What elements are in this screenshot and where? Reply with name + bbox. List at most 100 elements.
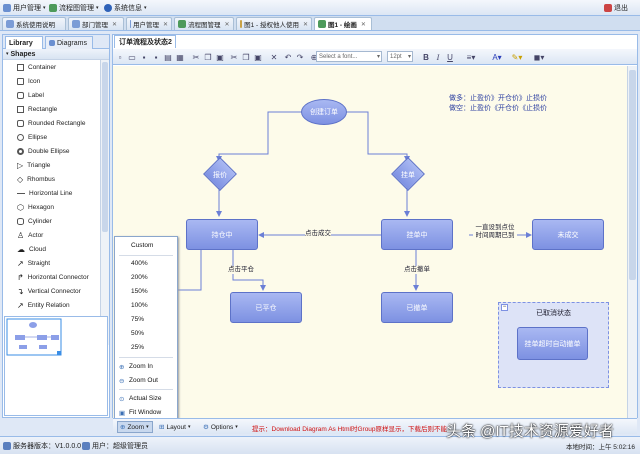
bold-button[interactable]: B bbox=[423, 52, 429, 62]
actual-size-item[interactable]: ⊙Actual Size bbox=[119, 395, 162, 403]
tab-user-management[interactable]: 用户管理 ✕ bbox=[126, 17, 172, 30]
align-icon[interactable]: ≡▾ bbox=[466, 52, 476, 62]
zoom-25[interactable]: 25% bbox=[131, 344, 145, 351]
cut-icon[interactable]: ✂ bbox=[192, 52, 200, 62]
shape-ellipse[interactable]: Ellipse bbox=[3, 130, 100, 144]
font-select[interactable]: Select a font... ▾ bbox=[316, 51, 382, 62]
shape-cloud[interactable]: ☁Cloud bbox=[17, 244, 46, 254]
outline-preview bbox=[6, 318, 62, 356]
tab-diagram-share[interactable]: 图1 - 授权他人使用 ✕ bbox=[236, 17, 312, 30]
shape-container[interactable]: Container bbox=[3, 60, 100, 74]
node-not-filled[interactable]: 未成交 bbox=[532, 219, 604, 250]
font-color-icon[interactable]: A▾ bbox=[492, 52, 502, 62]
italic-button[interactable]: I bbox=[436, 52, 440, 62]
node-create-order[interactable]: 创建订单 bbox=[301, 99, 347, 125]
new-icon[interactable]: ▫ bbox=[118, 52, 122, 62]
menu-flowchart-management[interactable]: 流程图管理 ▾ bbox=[49, 2, 99, 14]
zoom-75[interactable]: 75% bbox=[131, 316, 145, 323]
zoom-100[interactable]: 100% bbox=[131, 302, 148, 309]
shape-actor[interactable]: ♙Actor bbox=[17, 230, 44, 240]
font-size-select[interactable]: 12pt ▾ bbox=[387, 51, 413, 62]
shapes-header[interactable]: ▾ Shapes bbox=[3, 49, 109, 60]
shape-entity-relation[interactable]: ↗Entity Relation bbox=[17, 300, 70, 310]
hexagon-icon: ⬡ bbox=[17, 202, 24, 212]
close-icon[interactable]: ✕ bbox=[112, 21, 118, 28]
image-icon[interactable]: ▦ bbox=[176, 52, 184, 62]
copy-selection-icon[interactable]: ❐ bbox=[242, 52, 250, 62]
scroll-thumb[interactable] bbox=[629, 70, 636, 280]
zoom-400[interactable]: 400% bbox=[131, 260, 148, 267]
undo-icon[interactable]: ↶ bbox=[284, 52, 292, 62]
zoom-in-item[interactable]: ⊕Zoom In bbox=[119, 363, 153, 371]
shape-list-scrollbar[interactable]: ▾ bbox=[100, 60, 109, 345]
options-button[interactable]: ⚙ Options ▾ bbox=[203, 423, 238, 432]
shape-hexagon[interactable]: ⬡Hexagon bbox=[17, 202, 55, 212]
save-icon[interactable]: ▪ bbox=[142, 52, 146, 62]
shape-rounded-rectangle[interactable]: Rounded Rectangle bbox=[3, 116, 100, 130]
cut-selection-icon[interactable]: ✂ bbox=[230, 52, 238, 62]
open-icon[interactable]: ▭ bbox=[128, 52, 136, 62]
menu-system-info[interactable]: 系统信息 ▾ bbox=[104, 2, 147, 14]
tab-diagram-draw[interactable]: 图1 - 绘画 ✕ bbox=[314, 17, 372, 30]
zoom-custom[interactable]: Custom bbox=[131, 242, 154, 249]
shape-horizontal-line[interactable]: Horizontal Line bbox=[3, 186, 100, 200]
zoom-200[interactable]: 200% bbox=[131, 274, 148, 281]
logout-button[interactable]: 退出 bbox=[604, 2, 628, 14]
node-cancelled[interactable]: 已撤单 bbox=[381, 292, 453, 323]
local-time: 本地时间：上午 5:02:16 bbox=[566, 444, 635, 451]
tab-diagram-name[interactable]: 订单流程及状态2 bbox=[114, 35, 176, 48]
menu-user-management[interactable]: 用户管理 ▾ bbox=[3, 2, 46, 14]
paste-icon[interactable]: ▣ bbox=[216, 52, 224, 62]
tab-system-guide[interactable]: 系统使用说明 bbox=[2, 17, 66, 30]
legend: 做多：止盈价》开仓价》止损价 做空：止盈价《开仓价《止损价 bbox=[449, 94, 547, 114]
shape-label[interactable]: Label bbox=[3, 88, 100, 102]
shape-double-ellipse[interactable]: Double Ellipse bbox=[3, 144, 100, 158]
collapse-icon[interactable]: − bbox=[501, 304, 508, 311]
canvas-scrollbar[interactable] bbox=[627, 66, 637, 418]
shape-triangle[interactable]: ▷Triangle bbox=[17, 160, 51, 170]
delete-icon[interactable]: ✕ bbox=[270, 52, 278, 62]
node-closed[interactable]: 已平仓 bbox=[230, 292, 302, 323]
paste-selection-icon[interactable]: ▣ bbox=[254, 52, 262, 62]
zoom-150[interactable]: 150% bbox=[131, 288, 148, 295]
node-holding[interactable]: 持仓中 bbox=[186, 219, 258, 250]
close-icon[interactable]: ✕ bbox=[224, 21, 230, 28]
cancelled-state-container[interactable]: − 已取消状态 挂单超时自动撤单 bbox=[498, 302, 609, 388]
zoom-50[interactable]: 50% bbox=[131, 330, 145, 337]
shape-cylinder[interactable]: Cylinder bbox=[3, 214, 100, 228]
node-auto-cancel[interactable]: 挂单超时自动撤单 bbox=[517, 327, 588, 360]
chevron-down-icon: ▾ bbox=[43, 5, 46, 11]
zoom-in-icon[interactable]: ⊕ bbox=[310, 52, 318, 62]
shape-rhombus[interactable]: ◇Rhombus bbox=[17, 174, 55, 184]
export-icon[interactable]: ▤ bbox=[164, 52, 172, 62]
close-icon[interactable]: ✕ bbox=[162, 21, 168, 28]
copy-icon[interactable]: ❐ bbox=[204, 52, 212, 62]
tab-department-management[interactable]: 部门管理 ✕ bbox=[68, 17, 124, 30]
close-icon[interactable]: ✕ bbox=[360, 21, 366, 28]
layout-button[interactable]: ⊞ Layout ▾ bbox=[159, 423, 191, 432]
outline-panel[interactable] bbox=[4, 316, 108, 416]
shape-horizontal-connector[interactable]: ↱Horizontal Connector bbox=[17, 272, 89, 282]
shape-icon[interactable]: Icon bbox=[3, 74, 100, 88]
line-color-icon[interactable]: ◼▾ bbox=[533, 52, 545, 62]
underline-button[interactable]: U bbox=[447, 52, 453, 62]
editor-toolbar: ▫ ▭ ▪ ▪ ▤ ▦ ✂ ❐ ▣ ✂ ❐ ▣ ✕ ↶ ↷ ⊕ Select a… bbox=[113, 49, 637, 65]
tab-flowchart-management[interactable]: 流程图管理 ✕ bbox=[174, 17, 234, 30]
diagram-canvas[interactable]: 创建订单 报价 挂单 持仓中 挂单中 未成交 已平仓 已撤单 点击成交 点击平仓… bbox=[113, 66, 627, 418]
fill-color-icon[interactable]: ✎▾ bbox=[511, 52, 523, 62]
scroll-thumb[interactable] bbox=[102, 62, 108, 232]
shape-rectangle[interactable]: Rectangle bbox=[3, 102, 100, 116]
tab-library[interactable]: Library bbox=[5, 36, 43, 49]
fit-window-item[interactable]: ▣Fit Window bbox=[119, 409, 162, 417]
close-icon[interactable]: ✕ bbox=[302, 21, 308, 28]
zoom-out-item[interactable]: ⊖Zoom Out bbox=[119, 377, 158, 385]
save-as-icon[interactable]: ▪ bbox=[154, 52, 158, 62]
status-bar: 服务器版本：V1.0.0.0 用户：超级管理员 本地时间：上午 5:02:16 bbox=[0, 436, 640, 454]
tab-diagrams[interactable]: Diagrams bbox=[45, 36, 93, 49]
shape-straight[interactable]: ↗Straight bbox=[17, 258, 51, 268]
redo-icon[interactable]: ↷ bbox=[296, 52, 304, 62]
shape-vertical-connector[interactable]: ↴Vertical Connector bbox=[17, 286, 81, 296]
zoom-button[interactable]: ⊕ Zoom ▾ bbox=[117, 421, 153, 433]
node-pending[interactable]: 挂单中 bbox=[381, 219, 453, 250]
chevron-down-icon: ▾ bbox=[235, 424, 238, 430]
